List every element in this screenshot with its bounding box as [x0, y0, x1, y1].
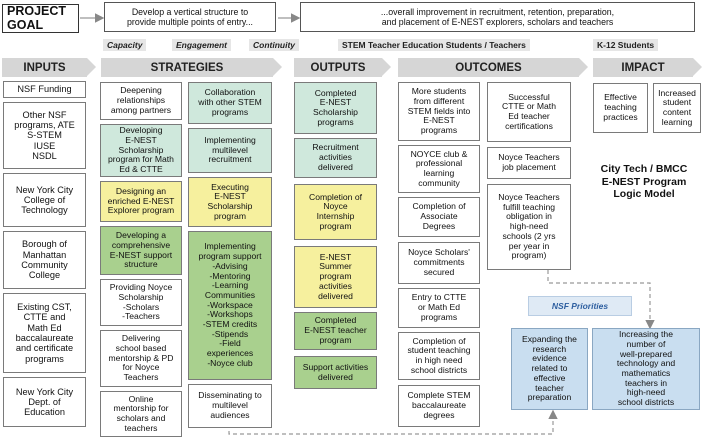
strategy-box: Developing E-NEST Scholarship program fo…: [100, 124, 182, 177]
header-inputs-arrow: [87, 58, 96, 76]
strategy-box: Developing a comprehensive E-NEST suppor…: [100, 226, 182, 275]
goal-step-2: ...overall improvement in recruitment, r…: [300, 2, 695, 32]
strategy-box: Online mentorship for scholars and teach…: [100, 391, 182, 437]
goal-step-1: Develop a vertical structure to provide …: [104, 2, 276, 32]
output-box: Support activities delivered: [294, 356, 377, 389]
input-box: New York City Dept. of Education: [3, 377, 86, 427]
label-stem-students: STEM Teacher Education Students / Teache…: [338, 39, 530, 51]
header-outcomes-arrow: [579, 58, 588, 76]
strategy-box: Collaboration with other STEM programs: [188, 82, 272, 124]
outcome-box: Complete STEM baccalaureate degrees: [398, 385, 480, 427]
output-box: Completed E-NEST teacher program: [294, 312, 377, 350]
outcome-box: Completion of Associate Degrees: [398, 197, 480, 237]
label-k12-students: K-12 Students: [593, 39, 659, 51]
output-box: Recruitment activities delivered: [294, 138, 377, 178]
outcome-box: Successful CTTE or Math Ed teacher certi…: [487, 82, 571, 142]
strategy-box: Disseminating to multilevel audiences: [188, 384, 272, 428]
strategy-box: Implementing program support -Advising -…: [188, 231, 272, 380]
strategy-box: Implementing multilevel recruitment: [188, 128, 272, 173]
input-box: Existing CST, CTTE and Math Ed baccalaur…: [3, 293, 86, 373]
strategy-box: Delivering school based mentorship & PD …: [100, 330, 182, 387]
strategy-box: Executing E-NEST Scholarship program: [188, 177, 272, 227]
header-outputs-arrow: [382, 58, 391, 76]
model-title: City Tech / BMCC E-NEST Program Logic Mo…: [600, 163, 688, 201]
impact-box: Effective teaching practices: [593, 83, 648, 133]
header-strategies-arrow: [273, 58, 282, 76]
outcome-box: Noyce Teachers job placement: [487, 147, 571, 179]
outcome-box: Noyce Teachers fulfill teaching obligati…: [487, 184, 571, 270]
impact-box: Increased student content learning: [653, 83, 701, 133]
outcome-box: Noyce Scholars' commitments secured: [398, 242, 480, 284]
output-box: Completed E-NEST Scholarship programs: [294, 82, 377, 134]
outcome-box: More students from different STEM fields…: [398, 82, 480, 141]
input-box: Other NSF programs, ATE S-STEM IUSE NSDL: [3, 102, 86, 169]
output-box: Completion of Noyce Internship program: [294, 184, 377, 240]
nsf-priority-box: Increasing the number of well-prepared t…: [592, 328, 700, 410]
strategy-box: Designing an enriched E-NEST Explorer pr…: [100, 181, 182, 222]
nsf-priority-box: Expanding the research evidence related …: [511, 328, 588, 410]
label-capacity: Capacity: [103, 39, 147, 51]
header-impact: IMPACT: [593, 58, 693, 77]
header-impact-arrow: [693, 58, 702, 76]
strategy-box: Providing Noyce Scholarship -Scholars -T…: [100, 279, 182, 326]
header-outputs: OUTPUTS: [294, 58, 382, 77]
nsf-priorities-label: NSF Priorities: [528, 296, 632, 316]
label-continuity: Continuity: [249, 39, 300, 51]
header-inputs: INPUTS: [2, 58, 87, 77]
dashed-link-outcomes: [547, 256, 655, 330]
project-goal-label: PROJECT GOAL: [2, 4, 79, 33]
label-engagement: Engagement: [172, 39, 232, 51]
strategy-box: Deepening relationships among partners: [100, 82, 182, 120]
input-box: Borough of Manhattan Community College: [3, 231, 86, 289]
outcome-box: NOYCE club & professional learning commu…: [398, 145, 480, 193]
dashed-link-dissemination: [228, 409, 558, 435]
input-box: New York City College of Technology: [3, 173, 86, 227]
outcome-box: Entry to CTTE or Math Ed programs: [398, 288, 480, 328]
header-strategies: STRATEGIES: [101, 58, 273, 77]
outcome-box: Completion of student teaching in high n…: [398, 332, 480, 380]
header-outcomes: OUTCOMES: [398, 58, 579, 77]
output-box: E-NEST Summer program activities deliver…: [294, 246, 377, 308]
input-box: NSF Funding: [3, 81, 86, 98]
